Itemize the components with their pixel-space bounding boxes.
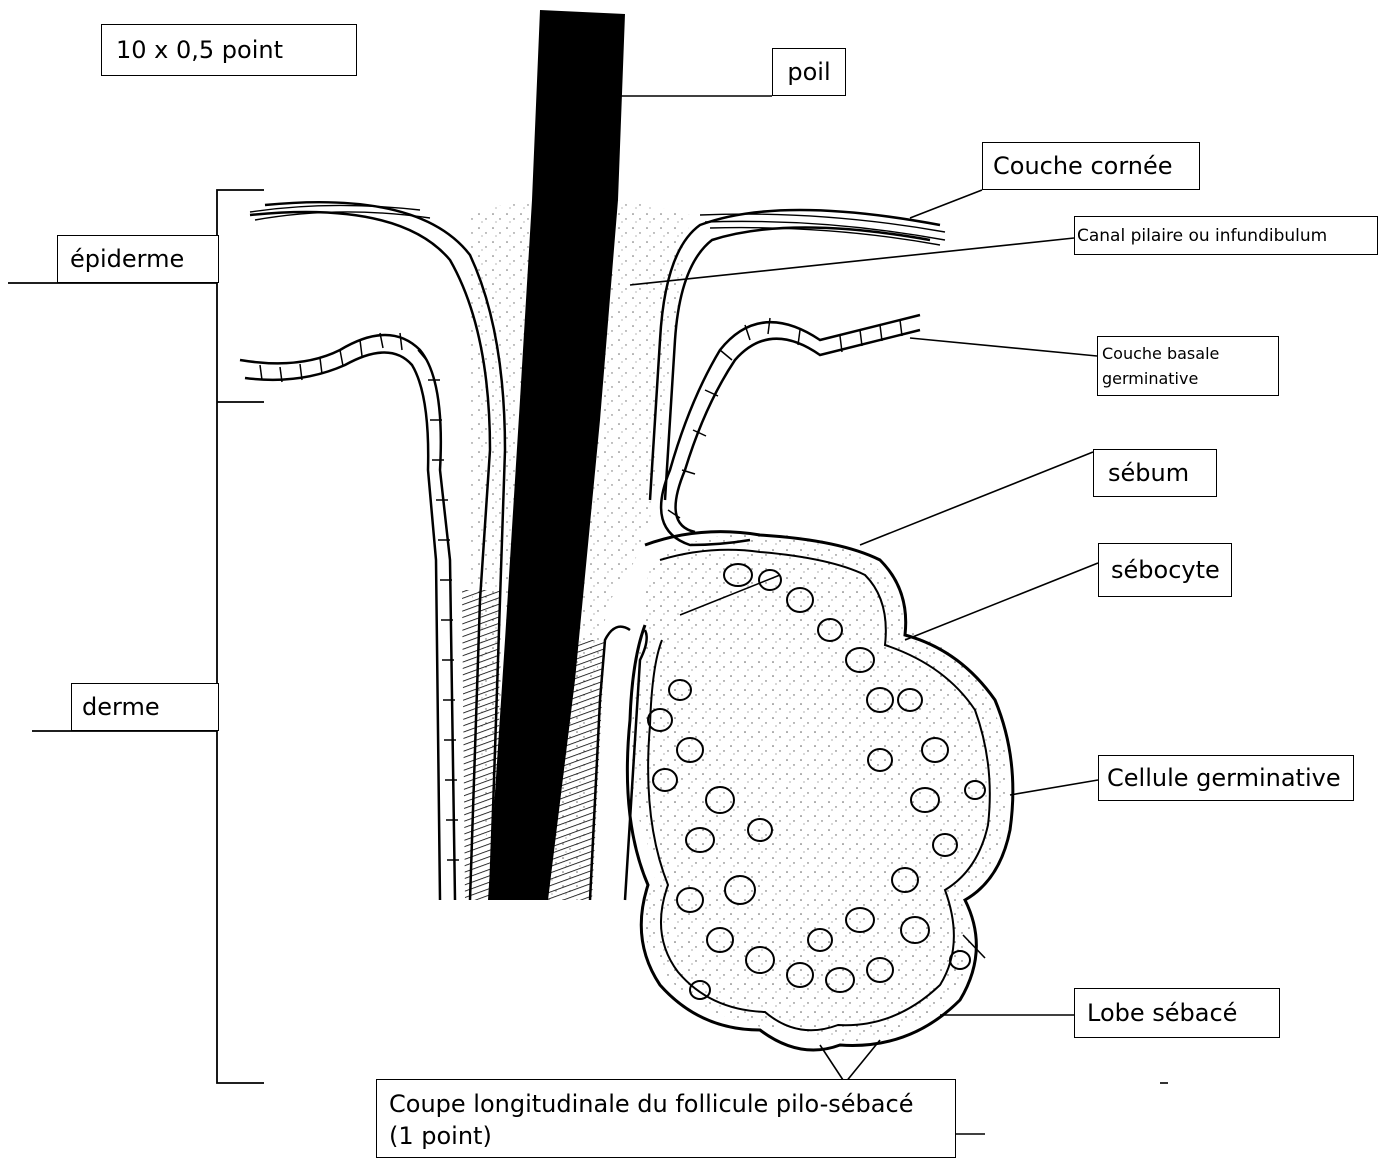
label-couche-cornee: Couche cornée (982, 142, 1200, 190)
label-sebocyte: sébocyte (1098, 543, 1232, 597)
score-label: 10 x 0,5 point (101, 24, 357, 76)
couche-cornee-text: Couche cornée (993, 152, 1173, 180)
label-cellule-germinative: Cellule germinative (1098, 755, 1354, 801)
label-sebum: sébum (1093, 449, 1217, 497)
layer-brackets (8, 190, 264, 1083)
canal-text: Canal pilaire ou infundibulum (1077, 226, 1327, 246)
couche-basale-line1: Couche basale (1102, 341, 1219, 366)
sebocyte-text: sébocyte (1111, 556, 1220, 584)
label-canal-pilaire: Canal pilaire ou infundibulum (1074, 216, 1378, 255)
figure-caption: Coupe longitudinale du follicule pilo-sé… (376, 1079, 956, 1158)
label-derme: derme (71, 683, 219, 731)
label-couche-basale: Couche basale germinative (1097, 336, 1279, 396)
couche-basale-line2: germinative (1102, 366, 1219, 391)
epiderme-text: épiderme (70, 245, 184, 273)
label-epiderme: épiderme (57, 235, 219, 283)
cellule-germinative-text: Cellule germinative (1107, 764, 1341, 792)
lobe-sebace-text: Lobe sébacé (1087, 999, 1237, 1027)
label-poil: poil (772, 48, 846, 96)
score-text: 10 x 0,5 point (116, 36, 283, 64)
caption-line2: (1 point) (389, 1120, 913, 1152)
gland-fill (631, 533, 1010, 1041)
sebum-text: sébum (1108, 459, 1189, 487)
poil-text: poil (787, 58, 830, 86)
label-lobe-sebace: Lobe sébacé (1074, 988, 1280, 1038)
derme-text: derme (82, 693, 160, 721)
caption-line1: Coupe longitudinale du follicule pilo-sé… (389, 1088, 913, 1120)
